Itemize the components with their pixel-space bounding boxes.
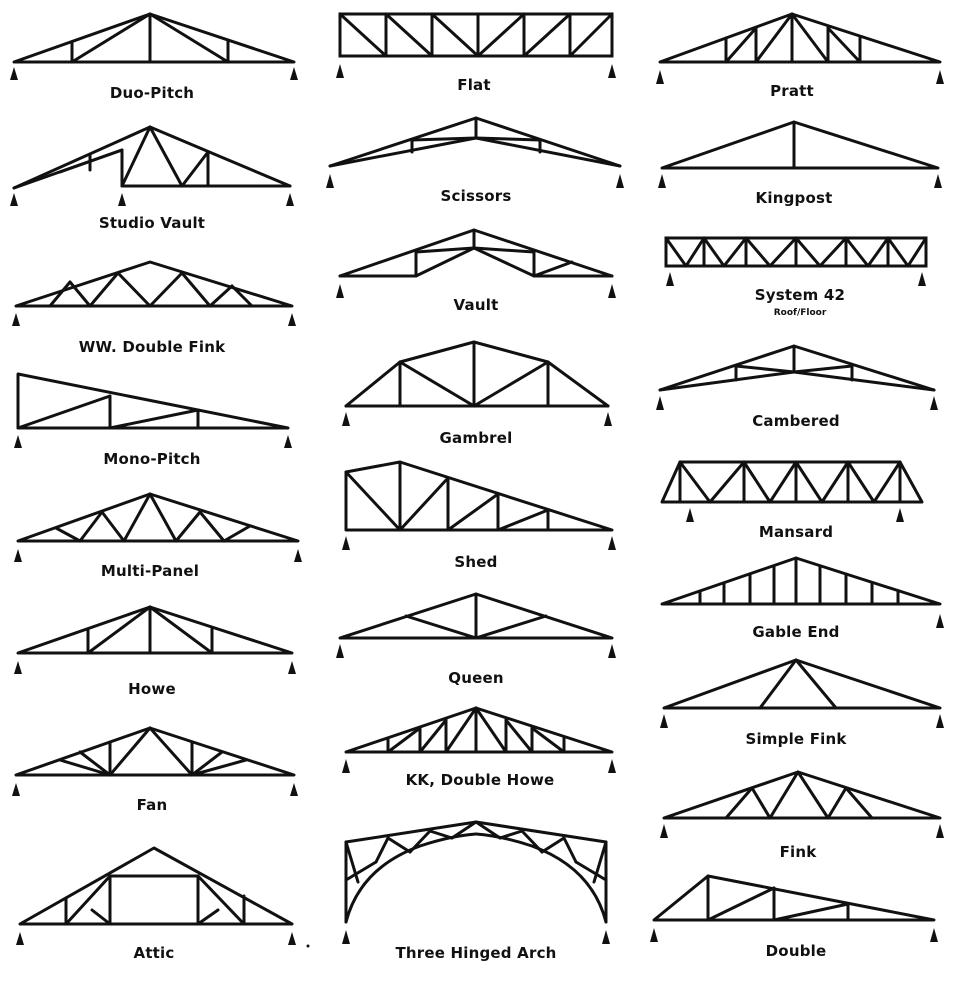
truss-gable-end (660, 556, 944, 628)
label-scissors: Scissors (440, 187, 512, 205)
label-vault: Vault (453, 296, 499, 314)
label-mono-pitch: Mono-Pitch (103, 450, 201, 468)
label-howe: Howe (128, 680, 176, 698)
truss-kk-double-howe (342, 706, 616, 773)
label-fink: Fink (779, 843, 817, 861)
truss-system-42 (664, 236, 928, 286)
label-studio-vault: Studio Vault (98, 214, 206, 232)
truss-studio-vault (10, 125, 294, 206)
label-pratt: Pratt (770, 82, 814, 100)
truss-shed (342, 460, 616, 550)
truss-fink (660, 770, 944, 838)
label-attic: Attic (133, 944, 175, 962)
label-simple-fink: Simple Fink (745, 730, 847, 748)
label-flat: Flat (457, 76, 491, 94)
label-fan: Fan (136, 796, 168, 814)
label-queen: Queen (448, 669, 504, 687)
truss-double (650, 874, 938, 942)
label-three-hinged-arch: Three Hinged Arch (395, 944, 557, 962)
truss-mono-pitch (14, 372, 292, 448)
truss-kingpost (658, 120, 942, 188)
truss-simple-fink (660, 658, 944, 728)
label-duo-pitch: Duo-Pitch (109, 84, 195, 102)
label-shed: Shed (454, 553, 498, 571)
truss-pratt (656, 12, 944, 84)
truss-vault (336, 228, 616, 298)
truss-multi-panel (14, 492, 302, 562)
truss-scissors (326, 116, 624, 188)
label-multi-panel: Multi-Panel (100, 562, 200, 580)
label-cambered: Cambered (752, 412, 840, 430)
label-kingpost: Kingpost (755, 189, 833, 207)
truss-flat (336, 12, 616, 78)
sublabel-system-42: Roof/Floor (773, 308, 827, 318)
truss-queen (336, 592, 616, 658)
label-double: Double (765, 942, 827, 960)
label-gable-end: Gable End (752, 623, 840, 641)
truss-gambrel (342, 340, 612, 426)
label-gambrel: Gambrel (439, 429, 513, 447)
truss-three-hinged-arch (342, 820, 610, 944)
truss-fan (12, 726, 298, 796)
truss-ww-double-fink (12, 260, 296, 326)
truss-duo-pitch (10, 12, 298, 80)
truss-cambered (656, 344, 938, 410)
label-kk-double-howe: KK, Double Howe (405, 771, 555, 789)
label-mansard: Mansard (758, 523, 834, 541)
truss-attic (16, 846, 296, 945)
truss-mansard (660, 460, 924, 522)
support-left (10, 67, 18, 80)
label-ww-double-fink: WW. Double Fink (78, 338, 226, 356)
truss-howe (14, 605, 296, 674)
support-right (290, 67, 298, 80)
label-system-42: System 42 (754, 286, 846, 304)
